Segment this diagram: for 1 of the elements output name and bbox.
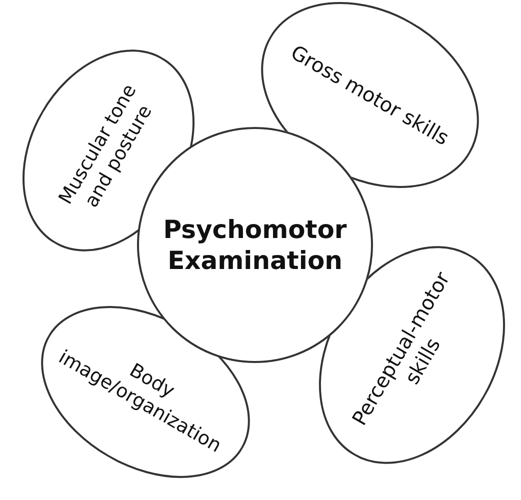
node-text: Psychomotor Examination [162, 214, 348, 276]
